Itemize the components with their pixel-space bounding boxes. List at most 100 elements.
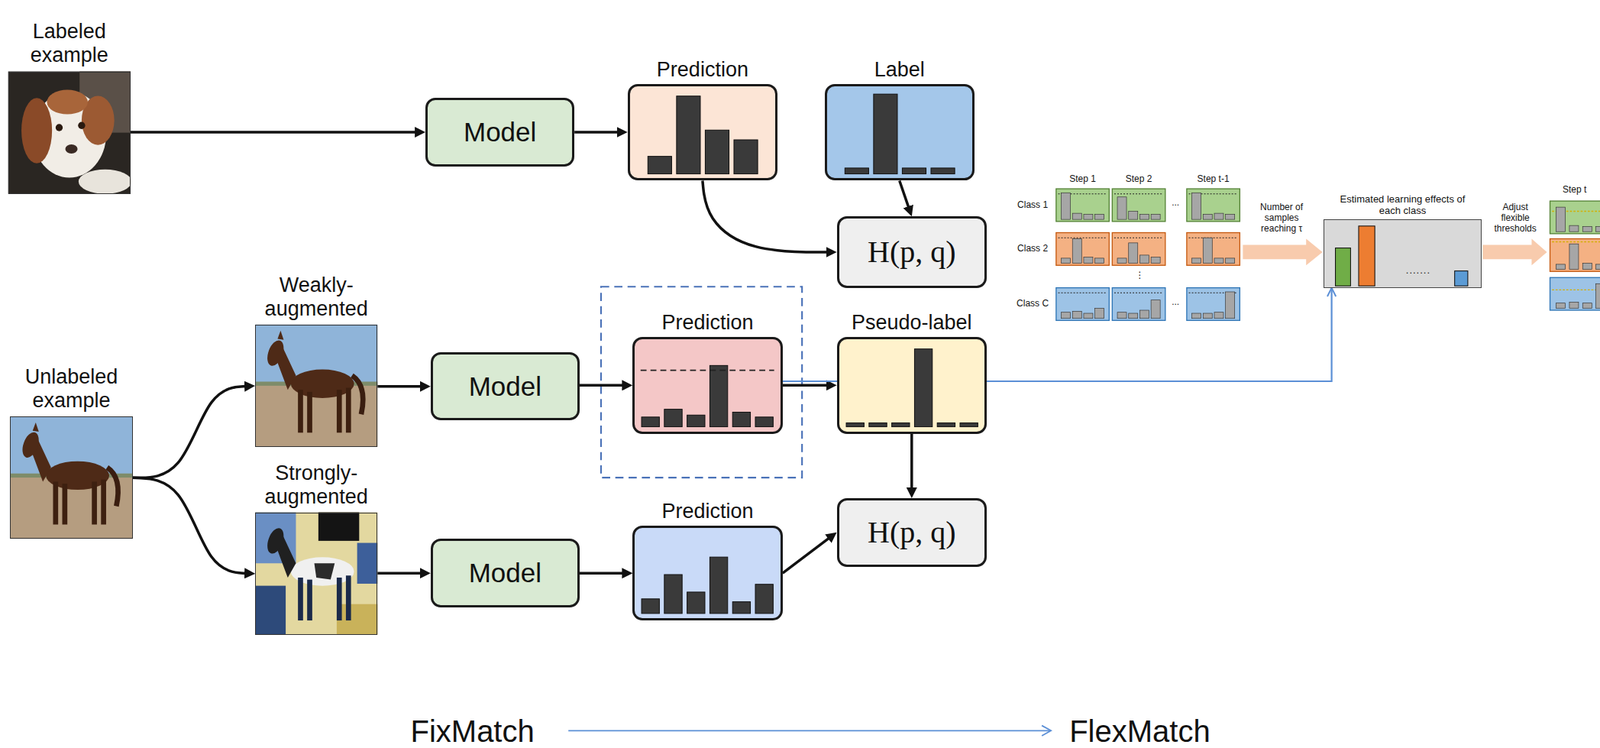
step-t-column [1596, 226, 1600, 233]
box-heading: Estimated learning effects of each class [1329, 193, 1475, 217]
step-grid [1192, 192, 1235, 220]
step-grid [1117, 242, 1161, 264]
bar [687, 591, 705, 614]
box-heading: Strongly-augmented [238, 461, 395, 509]
transition-arrow [568, 729, 1051, 731]
step-grid [1117, 197, 1127, 220]
step-t-column [1550, 200, 1600, 234]
step-grid [1056, 188, 1109, 222]
box-heading: Unlabeled example [0, 365, 150, 413]
step-t-column [1550, 200, 1600, 311]
step-grid [1111, 287, 1165, 321]
annotation-text: ⋮ [1134, 270, 1145, 282]
step-grid [1192, 192, 1202, 220]
annotation-text: Class 2 [1017, 243, 1048, 255]
step-t-column [1569, 225, 1579, 232]
step-t-column [1596, 264, 1600, 270]
model-box: Model [430, 538, 580, 608]
prediction-box: Prediction [632, 525, 783, 621]
prediction-box: Prediction [632, 336, 783, 434]
augmented-horse-photo [357, 543, 379, 584]
step-grid [1056, 287, 1109, 321]
augmented-horse-photo [345, 575, 352, 621]
box-label: Model [468, 557, 542, 589]
step-t-column [1550, 239, 1600, 272]
bar [647, 155, 672, 174]
flow-arrow [132, 385, 250, 478]
step-grid [1056, 232, 1109, 266]
step-grid [1072, 310, 1082, 318]
step-grid [1061, 307, 1105, 318]
step-t-column [1596, 283, 1600, 308]
flow-arrow [899, 180, 911, 211]
annotation-text: Step 2 [1125, 174, 1153, 185]
dog-photo [8, 71, 133, 194]
flow-arrow [377, 384, 425, 388]
bar [846, 422, 864, 427]
step-grid [1139, 310, 1149, 319]
model-box: Model [430, 352, 580, 421]
flow-arrow [579, 571, 628, 575]
bar [641, 598, 660, 614]
step-grid [1139, 255, 1149, 264]
step-grid [1186, 188, 1240, 222]
step-grid [1095, 307, 1105, 318]
bar [844, 167, 869, 174]
bar [710, 556, 728, 614]
bar [1454, 271, 1468, 287]
bar-chart [839, 339, 985, 432]
step-grid [1214, 258, 1224, 264]
augmented-horse-photo [297, 577, 304, 621]
step-grid [1083, 257, 1093, 264]
step-grid [1095, 213, 1105, 220]
step-t-column [1582, 263, 1592, 270]
transition-arrow [568, 725, 1051, 736]
step-t-column [1556, 264, 1566, 270]
step-grid [1128, 313, 1138, 319]
step-grid [1192, 291, 1235, 319]
step-t-column [1550, 277, 1600, 311]
step-grid [1117, 300, 1161, 319]
step-grid [1061, 239, 1105, 264]
image-frame: Weakly-augmented [255, 324, 378, 447]
step-grid [1214, 213, 1224, 220]
step-grid [1225, 258, 1235, 264]
augmented-horse-photo [336, 577, 343, 621]
bar [664, 409, 683, 427]
step-grid [1150, 300, 1161, 319]
dog-photo [55, 123, 63, 131]
step-grid [1186, 188, 1240, 222]
step-grid [1214, 312, 1224, 319]
box-heading: Pseudo-label [851, 310, 973, 335]
step-grid [1114, 237, 1164, 239]
step-grid [1117, 312, 1127, 319]
bar [1358, 226, 1375, 286]
bar [755, 584, 773, 614]
label-box: Label [824, 84, 975, 182]
step-grid [1150, 257, 1161, 264]
bar [687, 414, 705, 427]
step-t-column [1569, 301, 1579, 308]
step-grid [1058, 237, 1108, 239]
step-grid [1061, 192, 1105, 220]
flow-arrow [910, 433, 914, 493]
box-heading: Label [874, 58, 925, 82]
step-grid [1192, 258, 1202, 264]
bar [710, 365, 728, 427]
step-grid [1072, 239, 1082, 264]
flow-arrow [782, 535, 833, 573]
bar [937, 422, 955, 427]
augmented-horse-photo [255, 511, 378, 634]
horse-photo [9, 416, 133, 539]
step-grid [1111, 188, 1165, 222]
bar [664, 574, 683, 614]
threshold-bracket [601, 286, 802, 478]
dog-photo [65, 144, 78, 154]
step-grid [1189, 237, 1238, 239]
step-t-column [1556, 303, 1566, 309]
step-grid [1150, 213, 1161, 220]
horse-photo [255, 324, 378, 447]
